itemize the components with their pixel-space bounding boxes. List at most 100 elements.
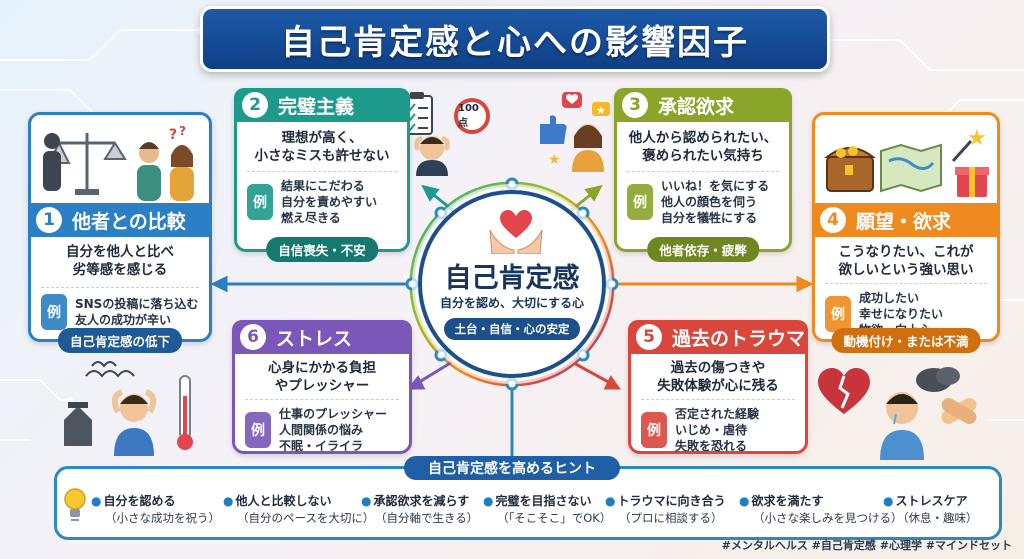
card-number: 5	[636, 324, 662, 350]
example-item: いいね！を気にする	[661, 179, 770, 193]
example-item: 燃え尽きる	[281, 211, 341, 225]
card-desire: ★ 4 願望・欲求 こうなりたい、これが 欲しいという強い思い 例 成功したい …	[812, 112, 1000, 353]
card-result: 自信喪失・不安	[266, 237, 378, 262]
bullet-icon: ●	[361, 494, 372, 508]
card-result: 自己肯定感の低下	[57, 328, 183, 353]
bullet-icon: ●	[739, 494, 750, 508]
card-heading: 承認欲求	[658, 95, 735, 118]
example-item: 失敗を恐れる	[675, 439, 748, 453]
bullet-icon: ●	[91, 494, 102, 508]
scale-people-icon: ? ?	[43, 124, 194, 201]
card-result: 他者依存・疲弊	[647, 237, 759, 262]
bullet-icon: ●	[605, 494, 616, 508]
example-item: 人間関係の悩み	[279, 423, 364, 437]
card-number: 1	[36, 207, 62, 233]
example-item: いじめ・虐待	[675, 423, 748, 437]
hint-item: ●他人と比較しない （自分のペースを大切に）	[223, 494, 375, 525]
card-header: 5 過去のトラウマ	[628, 320, 808, 354]
hints-panel: ●自分を認める （小さな成功を祝う） ●他人と比較しない （自分のペースを大切に…	[54, 466, 1002, 540]
card-header: 3 承認欲求	[614, 88, 792, 122]
card-examples: 例 いいね！を気にする 他人の顔色を伺う 自分を犠牲にする	[627, 171, 779, 226]
card-header: 1 他者との比較	[28, 203, 212, 237]
card-heading: 過去のトラウマ	[672, 327, 806, 350]
target-100-badge: 100点	[454, 98, 490, 134]
hint-item: ●承認欲求を減らす （自分軸で生きる）	[361, 494, 479, 525]
center-subtitle: 自分を認め、大切にする心	[439, 296, 585, 310]
svg-text:★: ★	[596, 104, 606, 117]
example-badge: 例	[247, 184, 273, 220]
card-examples: 例 SNSの投稿に落ち込む 友人の成功が辛い	[41, 287, 199, 330]
hint-item: ●ストレスケア （休息・趣味）	[883, 494, 978, 525]
heart-hands-icon	[489, 210, 543, 254]
example-badge: 例	[627, 184, 653, 220]
hint-item: ●自分を認める （小さな成功を祝う）	[91, 494, 220, 525]
example-item: 結果にこだわる	[281, 179, 365, 193]
card-stress: 6 ストレス 心身にかかる負担 やプレッシャー 例 仕事のプレッシャー 人間関係…	[232, 320, 412, 454]
bullet-icon: ●	[223, 494, 234, 508]
card-trauma: 5 過去のトラウマ 過去の傷つきや 失敗体験が心に残る 例 否定された経験 いじ…	[628, 320, 808, 454]
example-item: 幸せになりたい	[859, 307, 944, 321]
card-examples: 例 仕事のプレッシャー 人間関係の悩み 不眠・イライラ	[245, 399, 399, 454]
card-examples: 例 否定された経験 いじめ・虐待 失敗を恐れる	[641, 399, 795, 454]
center-circle: 自己肯定感 自分を認め、大切にする心 土台・自信・心の安定	[418, 190, 606, 378]
card-number: 4	[820, 207, 846, 233]
example-item: 自分を責めやすい	[281, 195, 378, 209]
card-header: 2 完璧主義	[234, 88, 410, 122]
approval-illustration: ★ ★	[540, 92, 610, 172]
example-item: SNSの投稿に落ち込む	[75, 297, 199, 311]
example-item: 自分を犠牲にする	[661, 211, 758, 225]
title-banner: 自己肯定感と心への影響因子	[200, 6, 830, 72]
card-perfectionism: 2 完璧主義 理想が高く、 小さなミスも許せない 例 結果にこだわる 自分を責め…	[234, 88, 410, 262]
svg-text:?: ?	[169, 127, 177, 143]
example-item: 否定された経験	[675, 407, 760, 421]
hint-item: ●完璧を目指さない （「そこそこ」でOK）	[483, 494, 612, 525]
card-examples: 例 結果にこだわる 自分を責めやすい 燃え尽きる	[247, 171, 397, 226]
card-number: 3	[622, 92, 648, 118]
perfectionism-illustration: 100点	[398, 90, 494, 176]
stress-illustration	[64, 361, 193, 456]
worried-person-icon	[414, 135, 450, 176]
card-description: 理想が高く、 小さなミスも許せない	[254, 130, 390, 164]
card-heading: 他者との比較	[72, 210, 186, 233]
card-heading: 完璧主義	[278, 95, 355, 118]
card-header: 6 ストレス	[232, 320, 412, 354]
example-item: 不眠・イライラ	[279, 439, 364, 453]
example-badge: 例	[825, 296, 851, 332]
card-description: こうなりたい、これが 欲しいという強い思い	[838, 244, 974, 278]
card-description: 他人から認められたい、 褒められたい気持ち	[628, 130, 778, 164]
example-badge: 例	[641, 412, 667, 448]
card-approval: 3 承認欲求 他人から認められたい、 褒められたい気持ち 例 いいね！を気にする…	[614, 88, 792, 262]
center-title: 自己肯定感	[444, 263, 580, 294]
center-tag: 土台・自信・心の安定	[444, 318, 580, 340]
bullet-icon: ●	[483, 494, 494, 508]
bullet-icon: ●	[883, 494, 894, 508]
example-badge: 例	[41, 294, 67, 330]
card-description: 自分を他人と比べ 劣等感を感じる	[66, 244, 174, 278]
card-number: 2	[242, 92, 268, 118]
card-comparison: ? ? 1 他者との比較 自分を他人と比べ 劣等感を感じる 例 SNSの投稿に落…	[28, 112, 212, 353]
card-result: 動機付け・または不満	[831, 328, 981, 353]
hashtags: #メンタルヘルス #自己肯定感 #心理学 #マインドセット	[721, 539, 1012, 552]
trauma-illustration	[818, 367, 977, 460]
hint-item: ●欲求を満たす （小さな楽しみを見つける）	[739, 494, 903, 525]
svg-text:★: ★	[967, 126, 987, 151]
hint-item: ●トラウマに向き合う （プロに相談する）	[605, 494, 726, 525]
example-badge: 例	[245, 412, 271, 448]
card-description: 心身にかかる負担 やプレッシャー	[268, 360, 376, 394]
example-item: 他人の顔色を伺う	[661, 195, 758, 209]
card-examples: 例 成功したい 幸せになりたい 物欲・向上心	[825, 283, 987, 338]
treasure-map-icon: ★	[824, 126, 989, 197]
card-heading: ストレス	[276, 327, 353, 350]
svg-text:★: ★	[548, 152, 561, 168]
card-heading: 願望・欲求	[856, 210, 952, 233]
card-description: 過去の傷つきや 失敗体験が心に残る	[657, 360, 779, 394]
page-title: 自己肯定感と心への影響因子	[281, 22, 749, 63]
hints-title: 自己肯定感を高めるヒント	[404, 456, 620, 480]
card-header: 4 願望・欲求	[812, 203, 1000, 237]
lightbulb-icon	[64, 488, 86, 521]
example-item: 成功したい	[859, 291, 920, 305]
example-item: 仕事のプレッシャー	[279, 407, 388, 421]
card-number: 6	[240, 324, 266, 350]
example-item: 友人の成功が辛い	[75, 313, 172, 327]
